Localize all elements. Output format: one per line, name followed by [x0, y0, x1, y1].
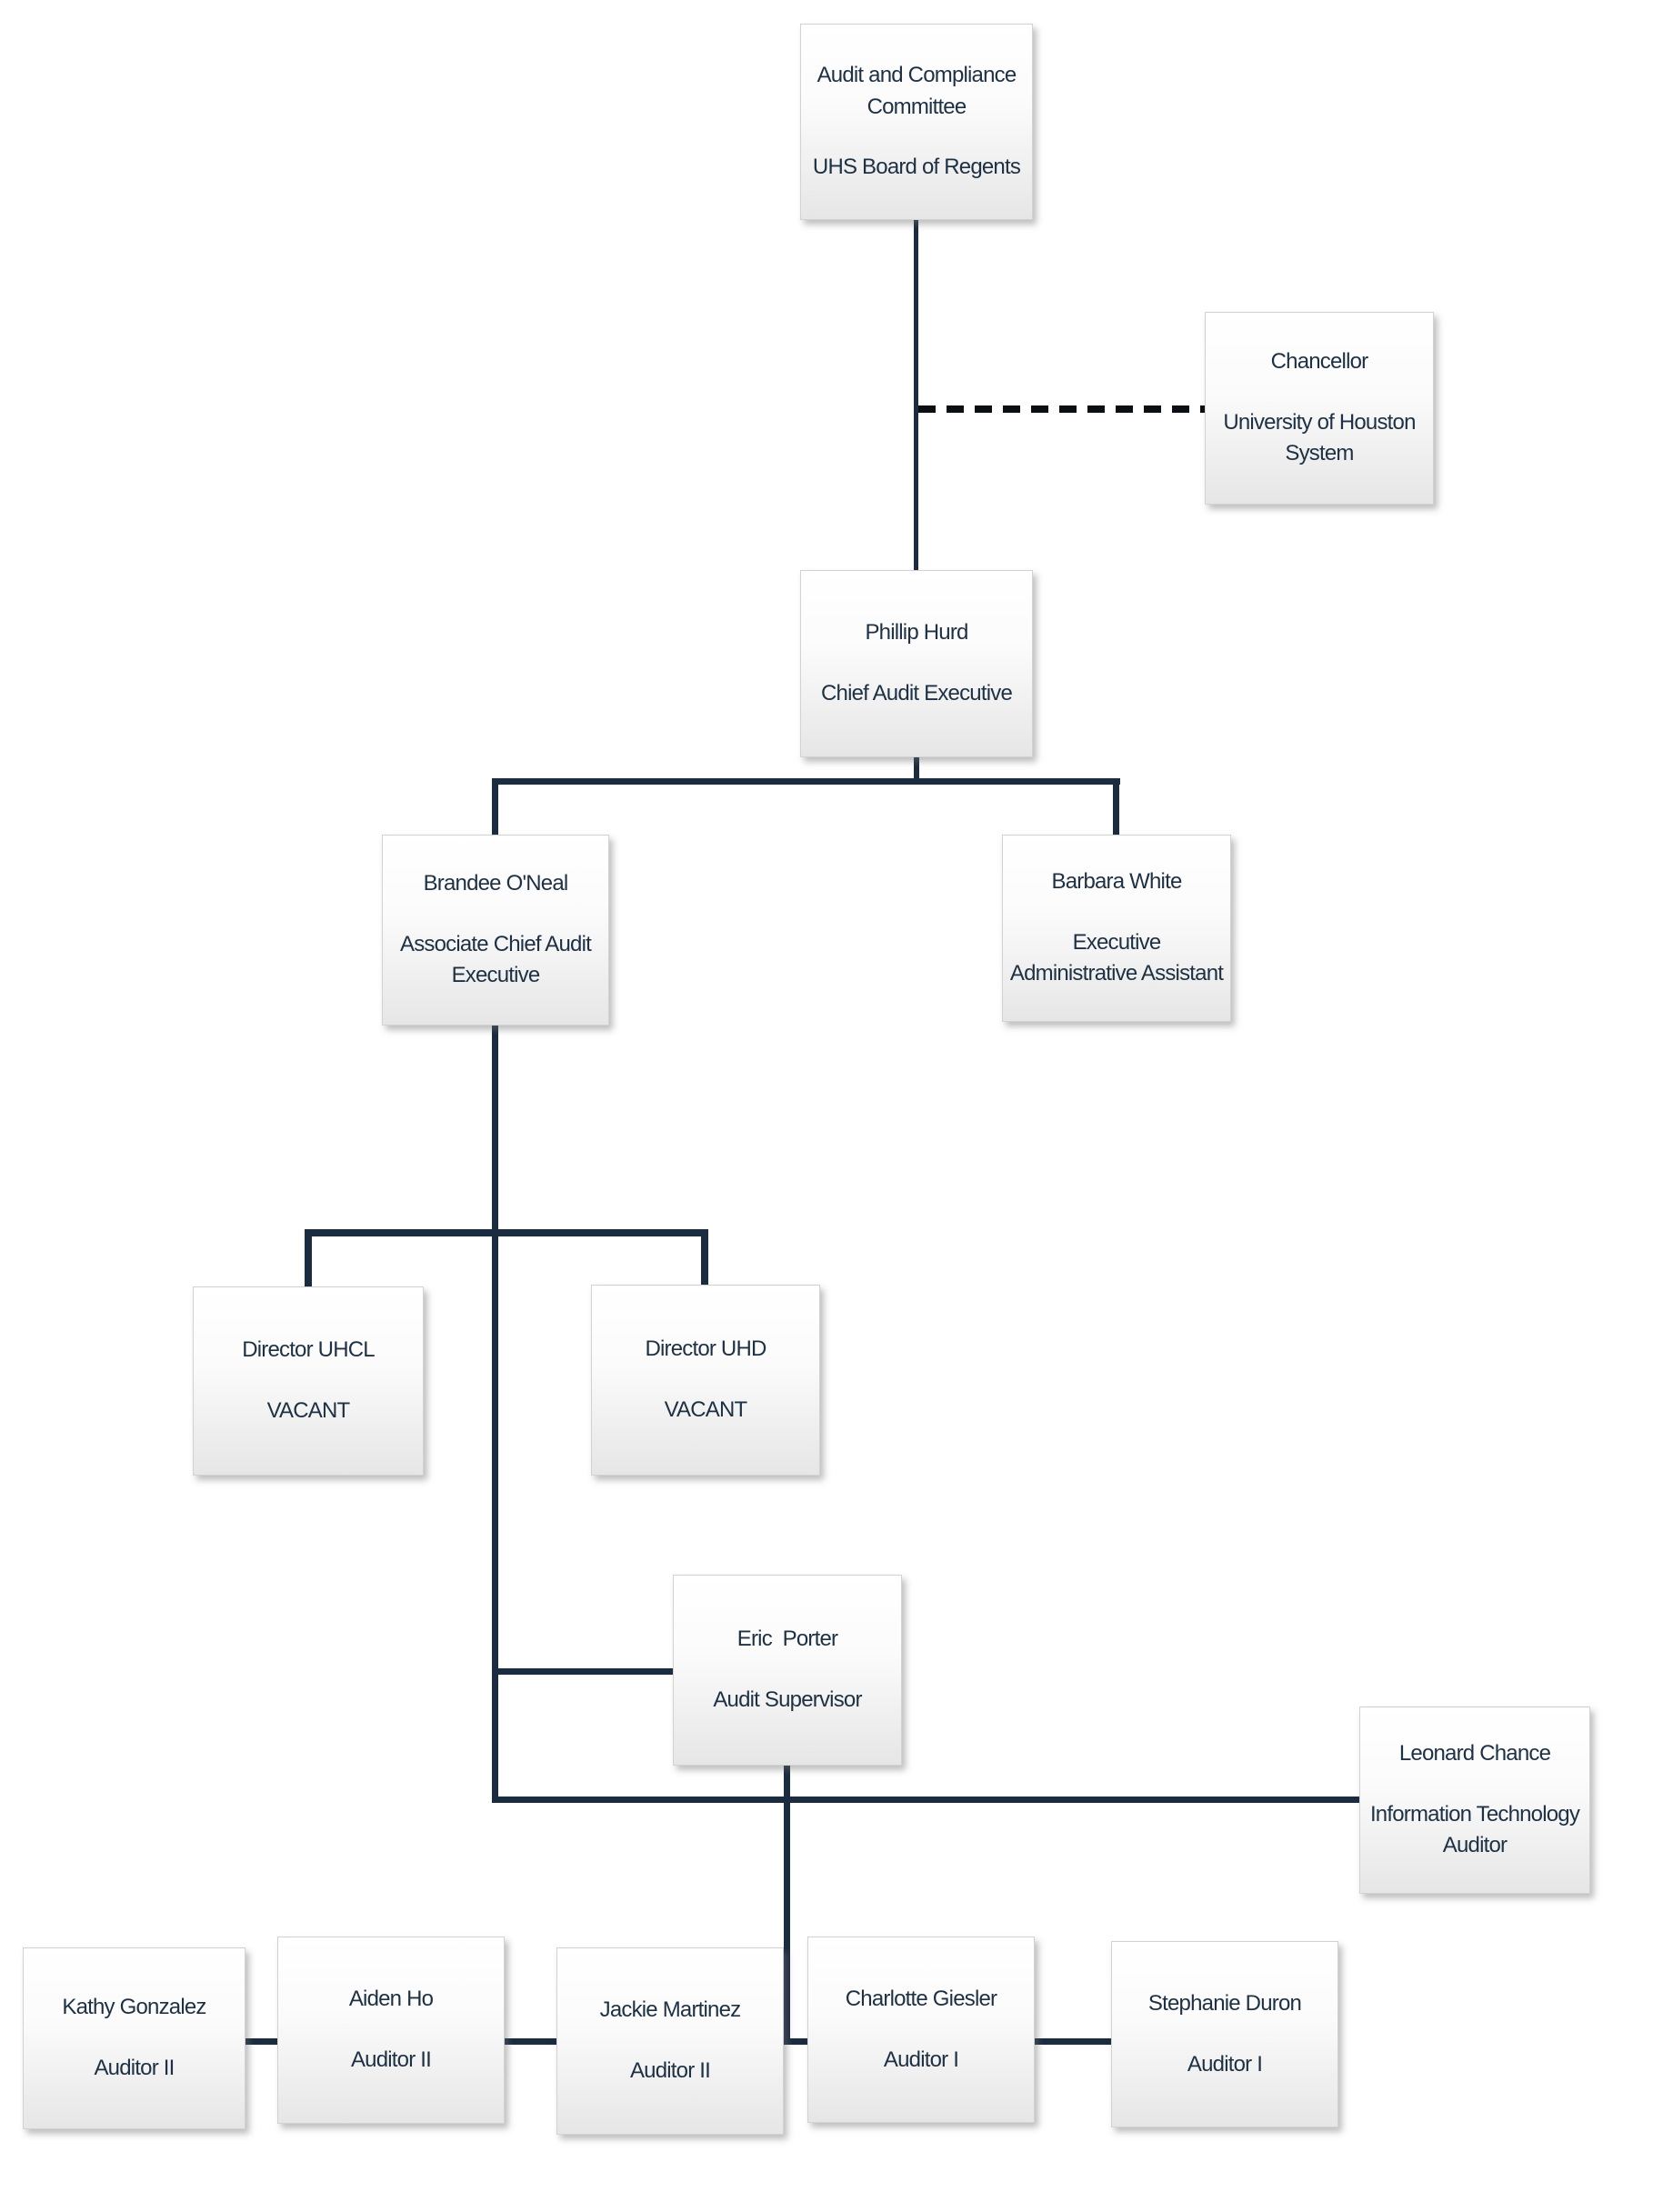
node-secondary-text: VACANT — [266, 1398, 351, 1423]
connector-cae-stub-down — [914, 757, 919, 781]
node-primary-text: Director UHD — [645, 1336, 766, 1362]
node-secondary-text: University of Houston System — [1223, 409, 1416, 466]
connector-feed-to-supervisor — [492, 1668, 673, 1675]
node-secondary-text: Auditor II — [629, 2058, 711, 2083]
connector-supervisor-down — [784, 1766, 790, 2045]
node-primary-text: Director UHCL — [242, 1337, 375, 1363]
connector-cae-to-chancellor-dashed — [918, 405, 1205, 413]
node-secondary-text: Executive Administrative Assistant — [1009, 929, 1224, 986]
node-secondary-text: VACANT — [664, 1397, 748, 1422]
node-primary-text: Brandee O'Neal — [423, 870, 569, 896]
node-secondary-text: Audit Supervisor — [713, 1687, 862, 1712]
node-primary-text: Leonard Chance — [1398, 1740, 1551, 1766]
node-primary-text: Jackie Martinez — [599, 1997, 742, 2023]
connector-feed-to-it-auditor — [492, 1797, 1359, 1803]
connector-acae-trunk — [492, 1026, 498, 1803]
node-primary-text: Chancellor — [1270, 348, 1369, 374]
node-primary-text: Kathy Gonzalez — [62, 1995, 206, 2020]
connector-stub-to-uhd — [701, 1229, 708, 1285]
org-node-director-uhcl: Director UHCL VACANT — [193, 1286, 424, 1476]
node-secondary-text: Associate Chief Audit Executive — [400, 931, 592, 988]
org-node-auditor-aiden-ho: Aiden Ho Auditor II — [277, 1937, 505, 2124]
node-secondary-text: Chief Audit Executive — [821, 681, 1013, 706]
connector-stub-to-eaa — [1113, 778, 1119, 835]
node-secondary-text: Information Technology Auditor — [1369, 1801, 1580, 1858]
connector-split-bar — [492, 778, 1120, 785]
node-primary-text: Stephanie Duron — [1147, 1990, 1302, 2016]
node-secondary-text: Auditor II — [350, 2047, 432, 2072]
node-secondary-text: Auditor I — [883, 2047, 959, 2072]
node-secondary-text: Auditor I — [1187, 2051, 1263, 2077]
connector-committee-to-cae — [914, 220, 918, 570]
connector-row-link-4 — [1035, 2038, 1111, 2045]
node-primary-text: Phillip Hurd — [865, 620, 968, 646]
node-secondary-text: UHS Board of Regents — [812, 155, 1021, 180]
connector-directors-bar — [305, 1229, 708, 1236]
node-primary-text: Charlotte Giesler — [845, 1986, 997, 2011]
connector-row-link-2 — [505, 2038, 556, 2045]
node-primary-text: Aiden Ho — [348, 1987, 434, 2012]
node-primary-text: Eric Porter — [736, 1626, 838, 1652]
node-primary-text: Barbara White — [1051, 868, 1183, 894]
org-node-director-uhd: Director UHD VACANT — [591, 1285, 820, 1476]
connector-stub-to-acae — [492, 778, 498, 835]
connector-row-link-1 — [245, 2038, 277, 2045]
connector-stub-to-uhcl — [305, 1229, 312, 1286]
node-secondary-text: Auditor II — [94, 2056, 175, 2080]
connector-row-link-3 — [784, 2038, 807, 2045]
node-primary-text: Audit and Compliance Committee — [816, 62, 1017, 119]
